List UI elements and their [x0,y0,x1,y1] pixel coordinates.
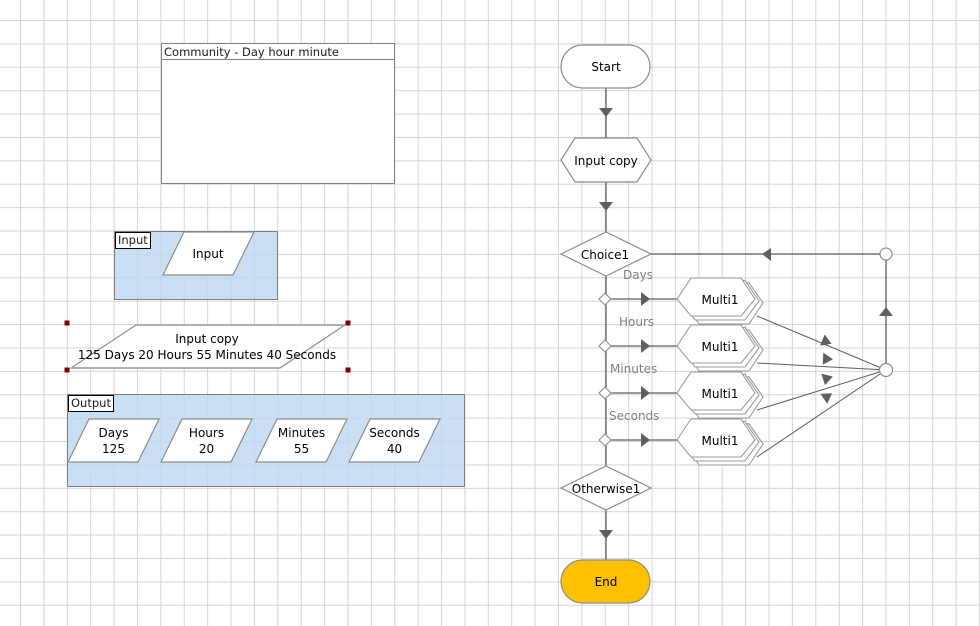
output-item-value: 20 [199,442,214,456]
input-copy-node[interactable]: Input copy 125 Days 20 Hours 55 Minutes … [64,320,351,373]
branch-condition-label: Hours [619,315,654,329]
choice-label: Choice1 [581,248,629,262]
arrow-icon [820,334,832,346]
output-item-value: 125 [102,442,125,456]
input-copy-value: 125 Days 20 Hours 55 Minutes 40 Seconds [78,348,336,362]
output-item-name: Hours [189,426,224,440]
output-item-name: Days [99,426,129,440]
input-copy-step[interactable]: Input copy [560,137,652,183]
output-item-value: 55 [294,442,309,456]
start-label: Start [591,60,621,74]
output-item-name: Minutes [278,426,325,440]
merge-node[interactable] [878,362,894,378]
output-item-seconds[interactable]: Seconds 40 [348,418,441,463]
input-node[interactable]: Input [162,231,255,276]
multi-node[interactable]: Multi1 [676,418,764,466]
multi-label: Multi1 [702,387,739,401]
branch-condition-label: Days [623,268,653,282]
arrow-icon [821,373,833,386]
arrow-icon [820,393,833,404]
arrow-right-icon [641,433,650,447]
multi-node[interactable]: Multi1 [676,371,764,419]
junction-node[interactable] [879,247,893,261]
multi-label: Multi1 [702,434,739,448]
otherwise-label: Otherwise1 [572,482,641,496]
output-item-value: 40 [387,442,402,456]
input-node-label: Input [192,247,223,261]
choice-node[interactable]: Choice1 [559,231,653,277]
input-group-label: Input [115,232,151,249]
output-item-minutes[interactable]: Minutes 55 [255,418,348,463]
output-group-label: Output [68,395,114,412]
arrow-icon [822,352,833,365]
multi-node[interactable]: Multi1 [676,324,764,372]
selection-handle[interactable] [64,320,70,326]
merge-connector [756,362,887,371]
input-copy-title: Input copy [175,332,239,346]
branch-diamond[interactable] [598,433,612,447]
community-title: Community - Day hour minute [162,44,394,60]
branch-condition-label: Minutes [610,362,657,376]
arrow-up-icon [879,307,893,316]
arrow-right-icon [641,339,650,353]
multi-node[interactable]: Multi1 [676,277,764,325]
community-box[interactable]: Community - Day hour minute [161,43,395,184]
end-node[interactable]: End [560,559,651,604]
merge-connector [756,369,887,411]
arrow-right-icon [641,292,650,306]
otherwise-node[interactable]: Otherwise1 [559,465,653,511]
selection-handle[interactable] [64,367,70,373]
branch-condition-label: Seconds [609,409,659,423]
selection-handle[interactable] [345,320,351,326]
selection-handle[interactable] [345,367,351,373]
output-item-hours[interactable]: Hours 20 [160,418,253,463]
multi-label: Multi1 [702,293,739,307]
multi-label: Multi1 [702,340,739,354]
branch-diamond[interactable] [598,386,612,400]
arrow-right-icon [641,386,650,400]
output-item-days[interactable]: Days 125 [67,418,160,463]
arrow-down-icon [599,108,613,117]
start-node[interactable]: Start [560,44,651,89]
branch-diamond[interactable] [598,292,612,306]
output-item-name: Seconds [369,426,419,440]
merge-connector [756,369,887,458]
input-copy-step-label: Input copy [574,154,638,168]
arrow-down-icon [599,202,613,211]
arrow-down-icon [599,530,613,539]
arrow-left-icon [762,248,771,261]
end-label: End [595,575,618,589]
branch-diamond[interactable] [598,339,612,353]
